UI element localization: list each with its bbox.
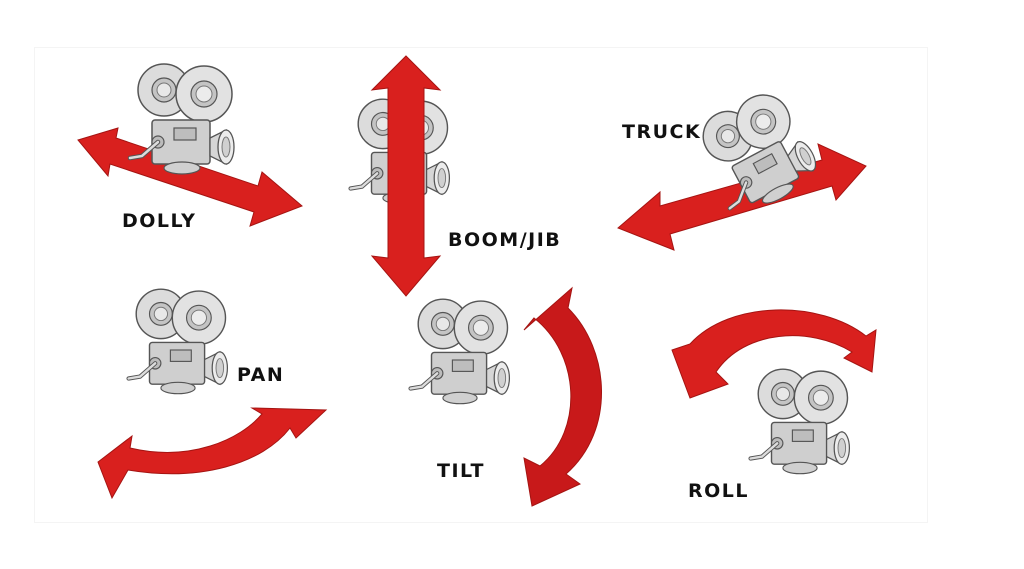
tilt-group (411, 286, 602, 507)
pan-arrow (97, 407, 328, 500)
truck-label: TRUCK (622, 121, 702, 143)
boom-group (351, 55, 450, 297)
dolly-arrow (77, 127, 303, 227)
dolly-label: DOLLY (122, 210, 197, 232)
pan-group (97, 289, 328, 500)
roll-label: ROLL (688, 480, 749, 502)
roll-arrow (671, 309, 877, 399)
diagram-frame (34, 47, 928, 523)
pan-camera-icon (129, 289, 228, 394)
tilt-camera-icon (411, 299, 510, 404)
dolly-group (77, 64, 303, 227)
boom-arrow (370, 55, 442, 297)
pan-label: PAN (237, 364, 285, 386)
boom-jib-label: BOOM/JIB (448, 229, 562, 251)
roll-camera-icon (751, 369, 850, 474)
truck-group (617, 83, 867, 251)
tilt-label: TILT (437, 460, 485, 482)
tilt-arrow (523, 286, 602, 507)
roll-group (671, 309, 877, 474)
